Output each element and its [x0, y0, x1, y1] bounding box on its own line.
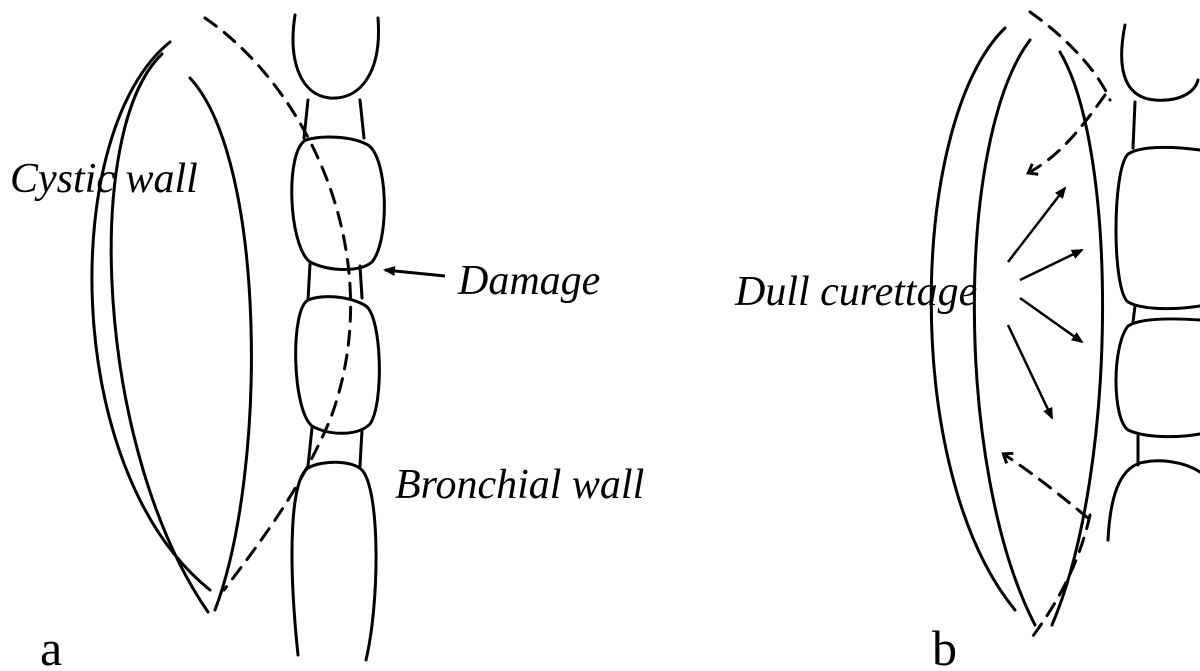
- dissection-dashed-line-b: [1030, 12, 1110, 100]
- cystic-wall-inner-line: [111, 54, 208, 612]
- bronchial-segment-1-b: [1133, 102, 1135, 148]
- bronchial-segment-2-b: [1133, 306, 1135, 322]
- panel-b: Dull curettage b: [734, 12, 1200, 671]
- cystic-wall-third-line: [190, 78, 251, 610]
- panel-a-letter: a: [40, 620, 62, 671]
- bronchial-cartilage-2-b: [1116, 147, 1200, 308]
- cystic-wall-inner-line-b: [974, 40, 1035, 625]
- bronchial-cartilage-bottom: [292, 462, 376, 660]
- bronchial-cartilage-2: [292, 137, 385, 269]
- curettage-arrow-4: [1008, 325, 1052, 418]
- bronchial-cartilage-3: [296, 297, 380, 434]
- cystic-wall-outer-line: [92, 42, 210, 590]
- bronchial-cartilage-top: [293, 15, 378, 98]
- bronchial-cartilage-3-b: [1116, 319, 1200, 437]
- panel-b-letter: b: [932, 620, 957, 671]
- separation-dashed-arrow-bottom: [1005, 455, 1088, 518]
- dull-curettage-label: Dull curettage: [734, 269, 977, 315]
- damage-arrow: [385, 270, 445, 276]
- bronchial-wall-label: Bronchial wall: [395, 462, 644, 508]
- cystic-wall-label: Cystic wall: [10, 156, 198, 202]
- damage-label: Damage: [457, 258, 600, 304]
- panel-a: Cystic wall Damage Bronchial wall a: [10, 15, 644, 671]
- bronchial-segment-1: [304, 100, 364, 138]
- dissection-dashed-line: [205, 18, 351, 590]
- bronchial-cartilage-top-b: [1122, 25, 1198, 100]
- curettage-arrow-1: [1008, 188, 1065, 262]
- curettage-arrow-3: [1020, 298, 1082, 342]
- curettage-arrow-2: [1020, 250, 1082, 280]
- bronchial-cartilage-bottom-b: [1108, 461, 1200, 540]
